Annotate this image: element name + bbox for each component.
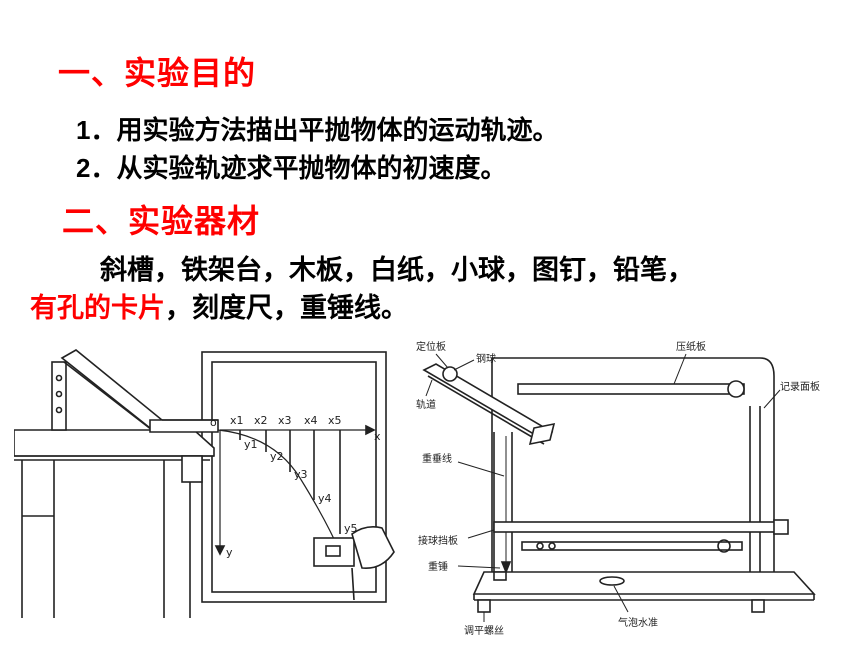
item-text: 从实验轨迹求平抛物体的初速度。 <box>116 154 507 184</box>
materials-text: 斜槽，铁架台，木板，白纸，小球，图钉， <box>100 255 613 286</box>
label-press-plate: 压纸板 <box>676 340 706 353</box>
label-catch-plate: 接球挡板 <box>418 534 458 547</box>
section-title-materials: 二、实验器材 <box>62 202 261 240</box>
section-title-purpose: 一、实验目的 <box>58 54 257 92</box>
item-text: 用实验方法描出平抛物体的运动轨迹。 <box>116 116 559 146</box>
materials-card: 有孔的卡片 <box>30 293 165 324</box>
x-label: x1 <box>230 414 244 427</box>
y-label: y1 <box>244 438 258 451</box>
label-track: 轨道 <box>416 398 436 411</box>
origin-label: o <box>210 416 217 429</box>
label-positioning-plate: 定位板 <box>416 340 446 353</box>
label-steel-ball: 钢球 <box>476 352 496 365</box>
right-apparatus-figure: 定位板 钢球 轨道 压纸板 记录面板 重垂线 接球挡板 重锤 调平螺丝 气泡水准 <box>416 340 820 636</box>
y-label: y4 <box>318 492 332 505</box>
y-axis-label: y <box>226 546 233 559</box>
y-label: y3 <box>294 468 308 481</box>
y-label: y2 <box>270 450 284 463</box>
materials-text: ，刻度尺，重锤线。 <box>165 293 408 324</box>
purpose-item-1: 1．用实验方法描出平抛物体的运动轨迹。 <box>76 110 558 147</box>
label-bubble-level: 气泡水准 <box>618 616 658 629</box>
x-label: x2 <box>254 414 268 427</box>
item-number: 2． <box>76 153 117 183</box>
label-plumb-line: 重垂线 <box>422 452 452 465</box>
purpose-item-2: 2．从实验轨迹求平抛物体的初速度。 <box>76 148 506 185</box>
x-axis-label: x <box>374 430 381 443</box>
x-label: x4 <box>304 414 318 427</box>
x-label: x5 <box>328 414 342 427</box>
left-apparatus-figure: o x y x1 x2 x3 x4 x5 y1 y2 y3 y4 y5 <box>14 349 395 618</box>
y-label: y5 <box>344 522 358 535</box>
label-record-plate: 记录面板 <box>780 380 820 393</box>
item-number: 1． <box>76 115 117 145</box>
label-leveling-screw: 调平螺丝 <box>464 625 504 636</box>
materials-pencil: 铅笔， <box>613 255 694 286</box>
materials-line-2: 有孔的卡片，刻度尺，重锤线。 <box>30 290 408 328</box>
x-label: x3 <box>278 414 292 427</box>
materials-line-1: 斜槽，铁架台，木板，白纸，小球，图钉，铅笔， <box>100 252 694 290</box>
label-weight: 重锤 <box>428 560 448 573</box>
